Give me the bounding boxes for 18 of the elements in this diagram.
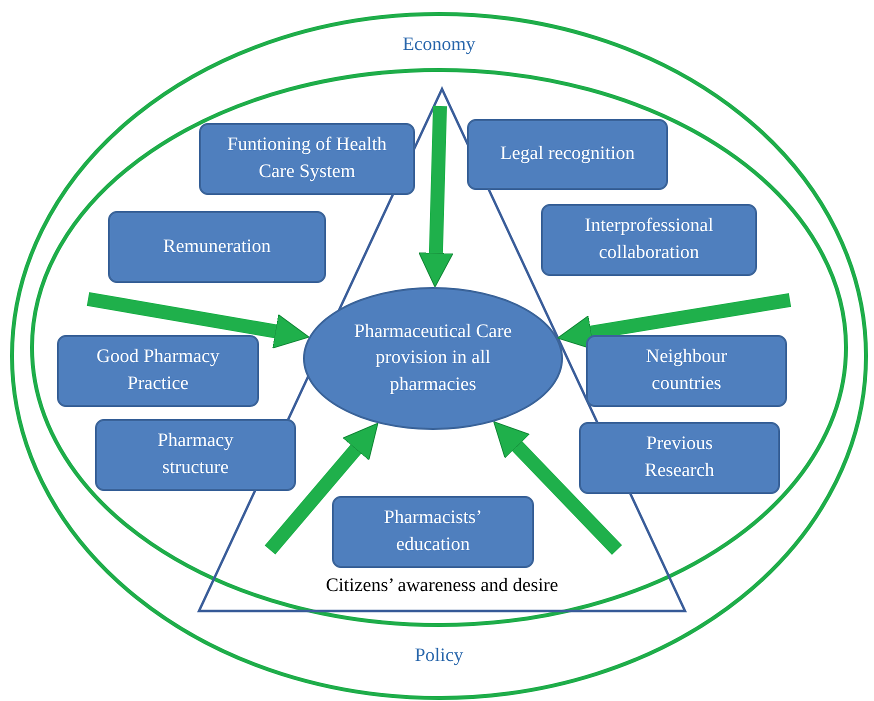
arrow	[556, 293, 792, 350]
factor-box: Neighbour countries	[586, 335, 787, 407]
arrow	[418, 106, 454, 288]
factor-box: Legal recognition	[467, 119, 668, 190]
factor-box: Funtioning of Health Care System	[199, 123, 415, 195]
factor-box: Remuneration	[108, 211, 326, 283]
factor-box: Pharmacy structure	[95, 419, 296, 491]
ring-ellipse	[10, 12, 868, 700]
factor-box: Interprofessional collaboration	[541, 204, 757, 276]
factor-box: Previous Research	[579, 422, 780, 494]
factor-box: Good Pharmacy Practice	[57, 335, 259, 407]
ring-label: Policy	[414, 645, 464, 667]
ring-label: Economy	[402, 34, 476, 56]
factor-box: Pharmacists’ education	[332, 496, 534, 568]
arrow	[86, 292, 310, 349]
triangle-label: Citizens’ awareness and desire	[324, 575, 560, 597]
ring-ellipse	[30, 68, 848, 627]
center-ellipse: Pharmaceutical Care provision in all pharmacies	[303, 287, 563, 430]
